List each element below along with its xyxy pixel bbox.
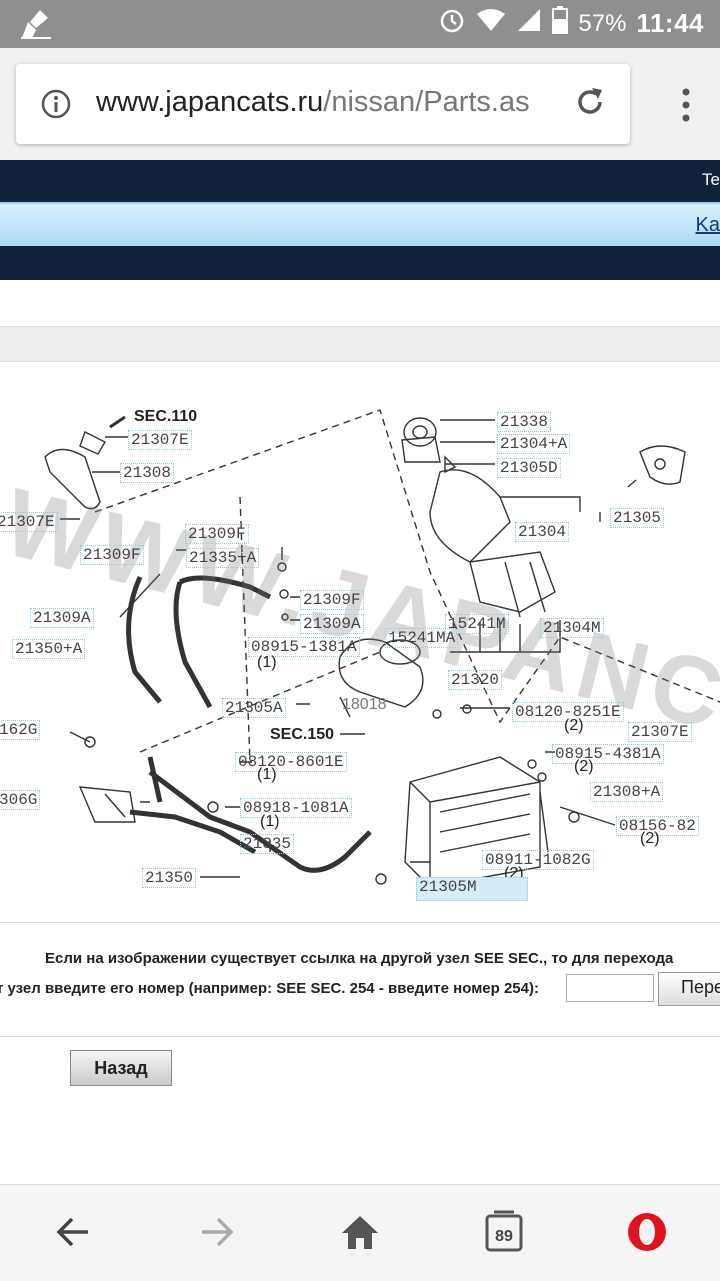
part-label[interactable]: 21305 [610,508,665,528]
part-label[interactable]: 21309A [300,614,364,634]
form-instruction-line2: т узел введите его номер (например: SEE … [0,980,539,997]
part-label[interactable]: 21304+A [497,434,571,454]
battery-percent: 57% [578,9,627,37]
part-qty: (1) [257,766,277,783]
browser-bottom-toolbar: 89 [0,1184,720,1281]
part-label[interactable]: 15241M [445,614,509,634]
part-label[interactable]: 21309F [80,545,144,565]
part-label[interactable]: 162G [0,720,41,740]
part-label-selected[interactable]: 21305M [416,877,528,901]
content-header-strip [0,326,720,362]
clock: 11:44 [636,8,704,38]
diagram-drawing [44,409,720,888]
part-label[interactable]: 08120-8251E [512,702,624,722]
part-label[interactable]: 21309A [30,608,94,628]
part-label[interactable]: 21305A [222,698,286,718]
reload-icon[interactable] [572,84,608,125]
label-sec-150[interactable]: SEC.150 [270,726,335,743]
part-label[interactable]: 21350+A [12,639,86,659]
part-label[interactable]: 21308 [120,463,175,483]
part-label[interactable]: 21305D [497,458,561,478]
part-label[interactable]: 21304 [515,522,570,542]
part-label[interactable]: 21307E [128,430,192,450]
part-label[interactable]: 21335+A [186,548,260,568]
section-jump-form: Если на изображении существует ссылка на… [0,940,720,1020]
form-instruction-line1: Если на изображении существует ссылка на… [45,950,674,967]
divider [0,1036,720,1037]
part-label[interactable]: 08915-4381A [552,744,664,764]
browser-toolbar: www.japancats.ru/nissan/Parts.as [0,48,720,160]
part-qty: (2) [574,758,594,775]
part-qty: (2) [564,717,584,734]
part-label[interactable]: 21338 [497,412,552,432]
info-icon[interactable] [40,88,72,125]
part-label[interactable]: 21304M [540,618,604,638]
part-label[interactable]: 08915-1381A [248,637,360,657]
opera-menu-icon[interactable] [626,1211,668,1258]
part-label[interactable]: 08911-1082G [482,850,594,870]
site-menu-bar: Ka [0,202,720,248]
url-text[interactable]: www.japancats.ru/nissan/Parts.as [96,86,566,119]
parts-diagram: WWW.JAPANCATS.RU SEC.110 21307E 21308 21… [0,362,720,923]
part-label[interactable]: 21309F [185,524,249,544]
label-sec-110[interactable]: SEC.110 [134,408,198,425]
go-button[interactable]: Пере [658,972,720,1006]
nav-link[interactable]: Ka [695,214,720,236]
part-label[interactable]: 306G [0,790,41,810]
part-label[interactable]: 18018 [342,696,387,713]
part-label[interactable]: 21307E [628,722,692,742]
part-qty: (1) [260,813,280,830]
part-label[interactable]: 21308+A [590,782,664,802]
part-label[interactable]: 08156-82 [616,816,699,836]
url-host: www.japancats.ru [96,86,324,118]
tabs-icon[interactable]: 89 [484,1209,524,1258]
part-label[interactable]: 08120-8601E [235,752,347,772]
wifi-icon [476,8,506,39]
cleaner-icon [18,8,52,45]
part-qty: (1) [257,654,277,671]
forward-arrow-icon[interactable] [198,1213,236,1256]
part-label[interactable]: 15241MA [385,628,459,648]
tab-count: 89 [495,1228,513,1245]
part-label[interactable]: 08918-1081A [240,798,352,818]
alarm-icon [438,6,466,41]
part-label[interactable]: 21335 [240,834,295,854]
site-top-nav: Te [0,160,720,202]
part-label[interactable]: 21307E [0,512,58,532]
part-label[interactable]: 21350 [142,868,197,888]
back-arrow-icon[interactable] [54,1213,92,1256]
part-label[interactable]: 21309F [300,590,364,610]
home-icon[interactable] [340,1213,380,1256]
section-number-input[interactable] [566,974,654,1002]
overflow-menu-icon[interactable] [682,88,690,127]
part-label[interactable]: 21320 [448,670,503,690]
nav-top-right-text[interactable]: Te [702,170,720,189]
part-qty: (2) [640,830,660,847]
status-bar: 57% 11:44 [0,0,720,48]
url-path: /nissan/Parts.as [323,86,530,118]
site-sub-nav [0,246,720,280]
address-bar[interactable]: www.japancats.ru/nissan/Parts.as [16,64,630,144]
signal-icon [516,7,542,40]
battery-icon [552,6,569,41]
back-button[interactable]: Назад [70,1050,172,1086]
